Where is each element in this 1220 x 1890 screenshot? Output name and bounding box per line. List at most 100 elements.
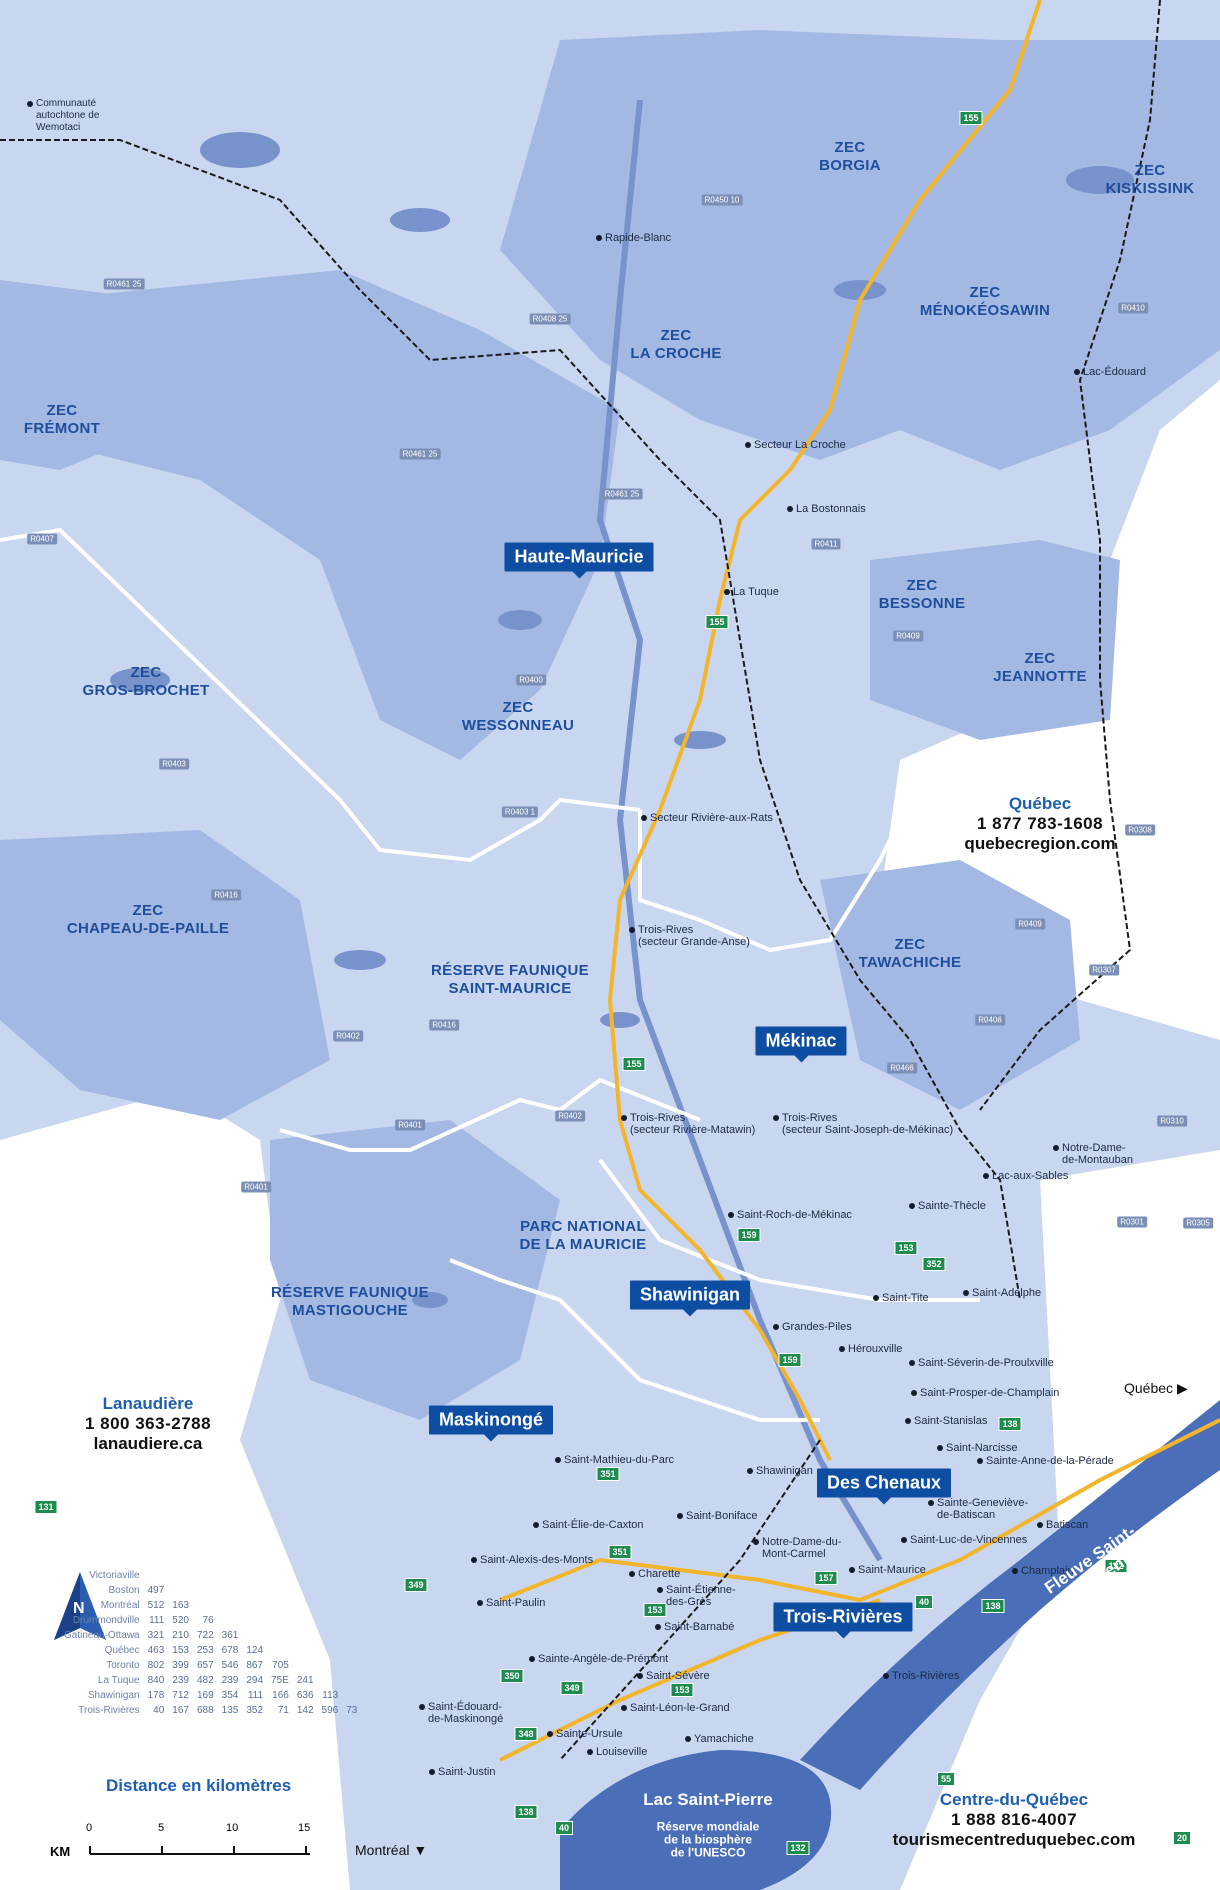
distance-value: 169 xyxy=(196,1690,214,1701)
town-st-etienne-des-gres: Saint-Étienne- des-Grès xyxy=(657,1584,736,1608)
road-label: R0410 xyxy=(1118,302,1148,314)
contact-centre-name: Centre-du-Québec xyxy=(939,1790,1089,1809)
railway xyxy=(0,0,1161,1301)
town-trois-rivieres: Trois-Rivières xyxy=(882,1670,960,1682)
town-st-leon-le-grand: Saint-Léon-le-Grand xyxy=(621,1702,730,1714)
distance-row: Victoriaville xyxy=(60,1568,361,1583)
zec-wessonneau: ZEC WESSONNEAU xyxy=(461,699,575,734)
distance-value: 705 xyxy=(272,1660,289,1671)
distance-value: 657 xyxy=(196,1660,214,1671)
arrow-right-icon: ▶ xyxy=(1176,1380,1188,1396)
distance-value: 520 xyxy=(172,1615,189,1626)
distance-value: 678 xyxy=(221,1645,239,1656)
town-st-edouard-maskinonge: Saint-Édouard- de-Maskinongé xyxy=(418,1701,504,1725)
zec-dark-chapeau xyxy=(0,830,330,1120)
route-shield: 155 xyxy=(622,1057,646,1071)
zec-dark-tawachiche xyxy=(820,860,1080,1110)
distance-city: Gatineau-Ottawa xyxy=(64,1630,140,1641)
scale-bar: KM 0 5 10 15 xyxy=(50,1818,310,1869)
distance-value: 166 xyxy=(272,1690,289,1701)
zec-fremont: ZEC FRÉMONT xyxy=(23,402,101,437)
town-trois-rives-st-joseph: Trois-Rives (secteur Saint-Joseph-de-Mék… xyxy=(772,1112,954,1136)
town-st-justin: Saint-Justin xyxy=(428,1766,496,1778)
distance-value: 463 xyxy=(147,1645,165,1656)
route-shield: 40 xyxy=(554,1821,574,1835)
direction-montreal-label: Montréal xyxy=(355,1842,410,1858)
region-haute-mauricie[interactable]: Haute-Mauricie xyxy=(504,542,654,579)
road-label: R0461 25 xyxy=(103,278,145,290)
distance-value: 546 xyxy=(221,1660,239,1671)
road-label: R0411 xyxy=(811,538,841,550)
town-saint-adelphe: Saint-Adelphe xyxy=(962,1287,1042,1299)
region-mekinac[interactable]: Mékinac xyxy=(755,1026,847,1063)
distance-value: 111 xyxy=(149,1615,165,1626)
distance-city: Boston xyxy=(108,1585,140,1596)
road-label: R0400 xyxy=(516,674,546,686)
distance-table-title: Distance en kilomètres xyxy=(106,1776,292,1795)
route-shield: 20 xyxy=(1172,1831,1192,1845)
unesco-label: Réserve mondiale de la biosphère de l'UN… xyxy=(656,1819,760,1860)
distance-value: 124 xyxy=(246,1645,264,1656)
route-shield: 159 xyxy=(737,1228,761,1242)
region-maskinonge[interactable]: Maskinongé xyxy=(428,1405,554,1442)
distance-city: Trois-Rivières xyxy=(78,1705,140,1716)
route-shield: 352 xyxy=(922,1257,946,1271)
route-shield: 350 xyxy=(500,1669,524,1683)
reserve-saint-maurice: RÉSERVE FAUNIQUE SAINT-MAURICE xyxy=(431,962,589,997)
route-shield: 155 xyxy=(705,615,729,629)
distance-value: 40 xyxy=(153,1705,165,1716)
town-yamachiche: Yamachiche xyxy=(685,1733,754,1745)
route-shield: 138 xyxy=(998,1417,1022,1431)
town-ste-anne-perade: Sainte-Anne-de-la-Pérade xyxy=(977,1455,1114,1467)
contact-centre-web[interactable]: tourismecentreduquebec.com xyxy=(892,1830,1136,1849)
route-shield: 153 xyxy=(894,1241,918,1255)
town-charette: Charette xyxy=(628,1568,681,1580)
road-label: R0406 xyxy=(975,1014,1005,1026)
town-st-elie-caxton: Saint-Élie-de-Caxton xyxy=(533,1519,644,1531)
road-label: R0409 xyxy=(1015,918,1045,930)
contact-quebec-phone[interactable]: 1 877 783-1608 xyxy=(976,814,1104,833)
parc-national-mauricie: PARC NATIONAL DE LA MAURICIE xyxy=(519,1218,647,1253)
distance-value: 76 xyxy=(202,1615,214,1626)
zec-gros-brochet: ZEC GROS-BROCHET xyxy=(82,664,210,699)
town-st-luc-vincennes: Saint-Luc-de-Vincennes xyxy=(900,1534,1028,1546)
route-shield: 40 xyxy=(914,1595,934,1609)
outside-southeast xyxy=(900,1150,1220,1890)
town-secteur-la-croche: Secteur La Croche xyxy=(745,439,846,451)
contact-centre-phone[interactable]: 1 888 816-4007 xyxy=(950,1810,1078,1829)
contact-centre-du-quebec: Centre-du-Québec 1 888 816-4007 tourisme… xyxy=(893,1790,1136,1850)
road-label: R0416 xyxy=(211,889,241,901)
contact-lanaudiere-phone[interactable]: 1 800 363-2788 xyxy=(84,1414,212,1433)
railway-south xyxy=(559,1439,821,1761)
highway-155 xyxy=(607,0,1042,1461)
lac-saint-pierre-label: Lac Saint-Pierre xyxy=(643,1790,773,1809)
road-label: R0301 xyxy=(1117,1216,1147,1228)
route-shield: 132 xyxy=(786,1841,810,1855)
town-grandes-piles: Grandes-Piles xyxy=(773,1321,852,1333)
region-des-chenaux[interactable]: Des Chenaux xyxy=(816,1468,952,1505)
region-trois-rivieres[interactable]: Trois-Rivières xyxy=(773,1602,913,1639)
contact-lanaudiere-web[interactable]: lanaudiere.ca xyxy=(93,1434,203,1453)
distance-value: 73 xyxy=(346,1705,358,1716)
distance-value: 239 xyxy=(172,1675,189,1686)
distance-value: 688 xyxy=(196,1705,214,1716)
zec-borgia: ZEC BORGIA xyxy=(819,139,881,174)
distance-value: 113 xyxy=(322,1690,339,1701)
road-label: R0305 xyxy=(1183,1217,1213,1229)
town-saint-tite: Saint-Tite xyxy=(873,1292,929,1304)
zec-chapeau-de-paille: ZEC CHAPEAU-DE-PAILLE xyxy=(66,902,230,937)
road-label: R0450 10 xyxy=(701,194,743,206)
town-trois-rives-matawin: Trois-Rives (secteur Rivière-Matawin) xyxy=(620,1112,756,1136)
north-label: N xyxy=(73,1600,85,1617)
contact-quebec-web[interactable]: quebecregion.com xyxy=(964,834,1116,853)
distance-value: 482 xyxy=(196,1675,214,1686)
town-st-mathieu-du-parc: Saint-Mathieu-du-Parc xyxy=(554,1454,675,1466)
road-label: R0466 xyxy=(887,1062,917,1074)
arrow-down-icon: ▼ xyxy=(413,1842,428,1858)
town-st-roch-mekinac: Saint-Roch-de-Mékinac xyxy=(728,1209,852,1221)
region-shawinigan[interactable]: Shawinigan xyxy=(629,1280,751,1317)
town-st-alexis-des-monts: Saint-Alexis-des-Monts xyxy=(470,1554,594,1566)
